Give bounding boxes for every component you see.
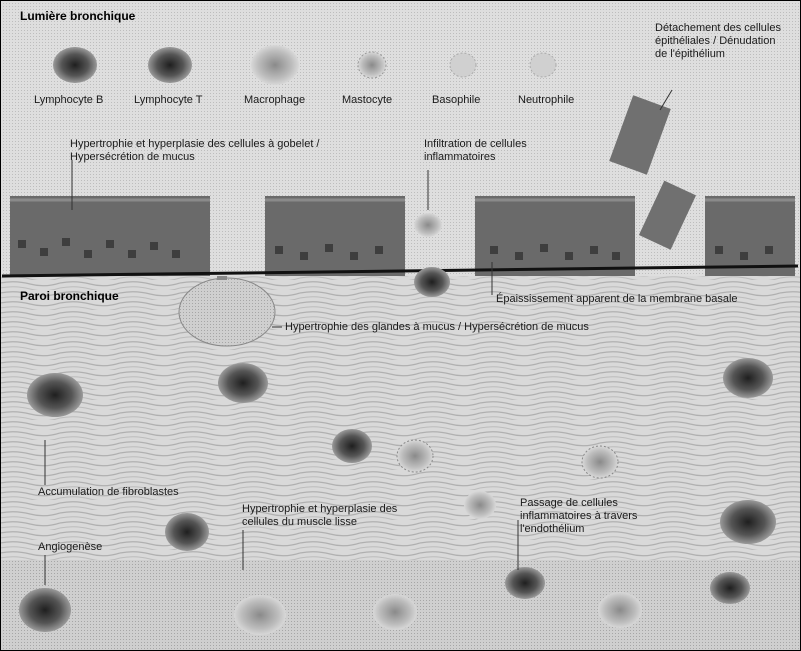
annotation-smooth-muscle: Hypertrophie et hyperplasie des cellules…	[242, 503, 432, 529]
annotation-membrane: Épaississement apparent de la membrane b…	[496, 293, 738, 306]
label-neutrophile: Neutrophile	[518, 94, 574, 107]
mucus-gland	[179, 278, 275, 346]
annotation-transmigration: Passage de cellules inflammatoires à tra…	[520, 497, 690, 536]
annotation-glands: Hypertrophie des glandes à mucus / Hyper…	[285, 321, 589, 334]
infiltrating-cell	[414, 213, 442, 237]
annotation-desquamation: Détachement des cellules épithéliales / …	[655, 22, 790, 61]
label-lymphocyte-b: Lymphocyte B	[34, 94, 103, 107]
annotation-angiogenesis: Angiogenèse	[38, 541, 102, 554]
label-lymphocyte-t: Lymphocyte T	[134, 94, 202, 107]
wall-title: Paroi bronchique	[20, 290, 119, 303]
label-mastocyte: Mastocyte	[342, 94, 392, 107]
infiltration-gap	[405, 196, 475, 276]
annotation-infiltration: Infiltration de cellules inflammatoires	[424, 138, 544, 164]
label-macrophage: Macrophage	[244, 94, 305, 107]
annotation-goblet: Hypertrophie et hyperplasie des cellules…	[70, 138, 370, 164]
lumen-title: Lumière bronchique	[20, 10, 135, 23]
annotation-fibroblasts: Accumulation de fibroblastes	[38, 486, 179, 499]
label-basophile: Basophile	[432, 94, 480, 107]
